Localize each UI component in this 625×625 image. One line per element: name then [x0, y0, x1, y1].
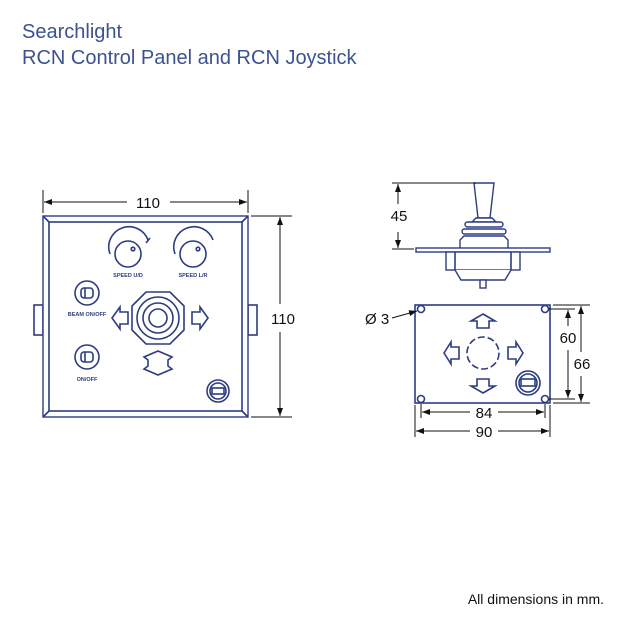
- inner-width-dim: 84: [476, 405, 493, 422]
- page-subtitle: RCN Control Panel and RCN Joystick: [22, 47, 357, 69]
- panel-height-dim: 110: [271, 311, 295, 328]
- power-switch-icon: [74, 344, 100, 370]
- arrow-down-icon: [468, 378, 498, 394]
- arrow-left-icon: [443, 339, 460, 367]
- joystick-height-dim: 45: [391, 208, 408, 225]
- control-panel: SPEED U/D SPEED L/R BEAM ON/OFF ON/OFF: [33, 190, 295, 418]
- inner-height-dim: 60: [560, 330, 577, 347]
- joystick-plate-view: Ø 3 60 66 84 90: [365, 304, 591, 441]
- page-title: Searchlight: [22, 21, 123, 43]
- panel-inner: [48, 221, 243, 412]
- panel-width-dim: 110: [136, 195, 160, 212]
- beam-switch-icon: [74, 280, 100, 306]
- arrow-left-icon: [111, 304, 129, 332]
- hole-diameter-dim: Ø 3: [365, 311, 389, 328]
- outer-width-dim: 90: [476, 424, 493, 441]
- logo-icon: [515, 370, 541, 396]
- speed-ud-label: SPEED U/D: [113, 273, 143, 279]
- cutout-circle: [466, 336, 500, 370]
- left-tab: [33, 304, 44, 336]
- units-note: All dimensions in mm.: [467, 591, 604, 607]
- power-switch-label: ON/OFF: [77, 377, 98, 383]
- logo-icon: [206, 379, 230, 403]
- beam-switch-label: BEAM ON/OFF: [68, 312, 107, 318]
- speed-lr-knob-icon: [172, 226, 214, 268]
- arrow-right-icon: [507, 339, 524, 367]
- mounting-hole-icon: [416, 304, 550, 404]
- right-tab: [247, 304, 258, 336]
- joystick-knob-icon: [131, 291, 185, 345]
- arrow-up-down-icon: [142, 350, 174, 376]
- arrow-up-icon: [468, 313, 498, 329]
- arrow-right-icon: [191, 304, 209, 332]
- speed-ud-knob-icon: [107, 226, 151, 268]
- outer-height-dim: 66: [574, 356, 591, 373]
- joystick-side-view: 45: [391, 182, 551, 289]
- speed-lr-label: SPEED L/R: [178, 273, 207, 279]
